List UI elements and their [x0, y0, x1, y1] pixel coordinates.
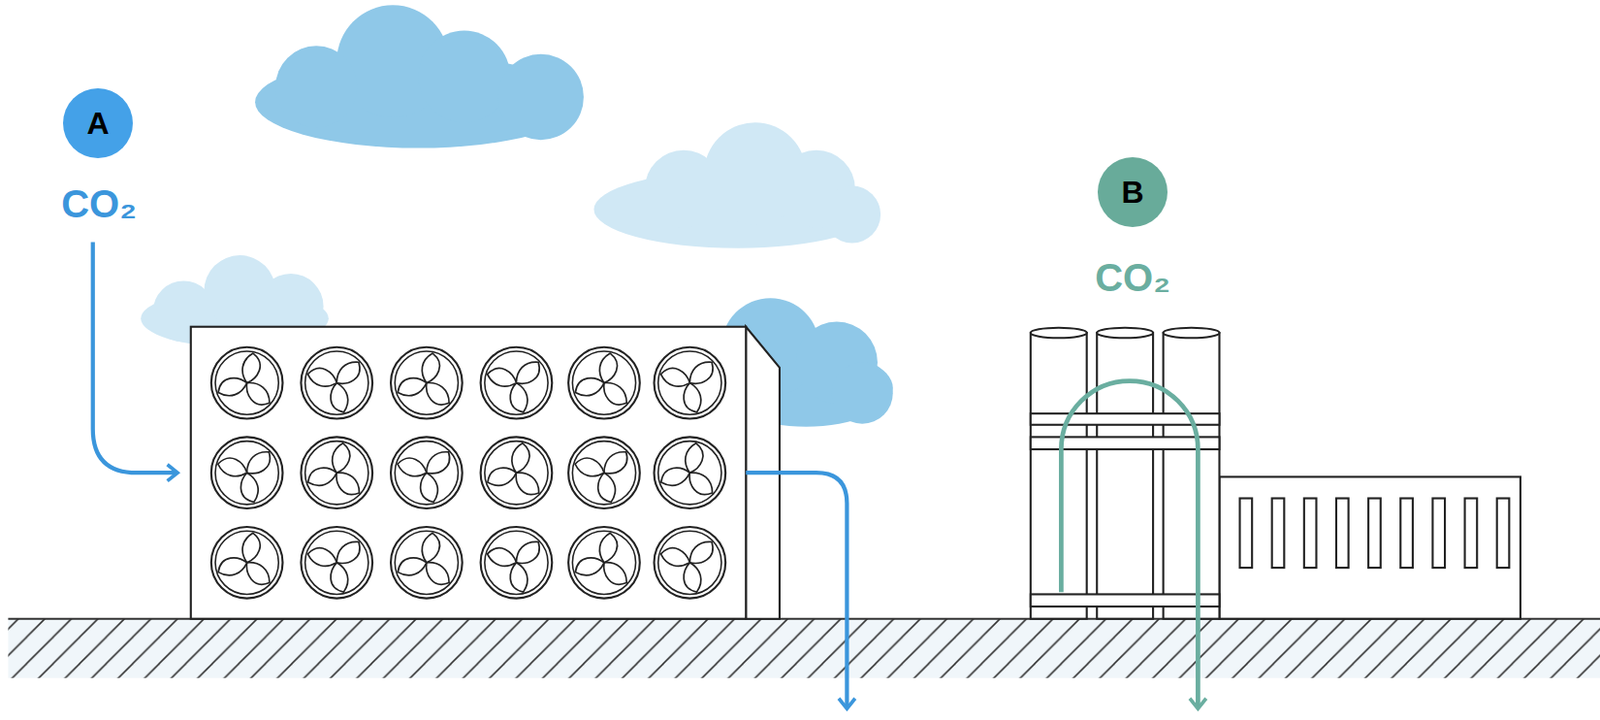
intake-arrow [93, 241, 176, 473]
storage-arrow [745, 472, 847, 706]
co2-label: CO₂ [1094, 257, 1171, 297]
cloud [255, 4, 584, 148]
factory [1030, 327, 1521, 619]
co2-label: CO₂ [61, 184, 137, 224]
air-capture-unit [191, 326, 746, 619]
capture-arrow [1060, 381, 1198, 707]
cloud [593, 122, 881, 248]
fan-grid [211, 347, 726, 599]
ground-band [7, 618, 1600, 678]
letter-badge: B [1097, 157, 1168, 227]
letter-badge: A [63, 88, 133, 159]
ground-hatch [7, 618, 1600, 678]
factory-windows [1240, 498, 1510, 569]
badge-letter: B [1120, 176, 1144, 208]
badge-letter: A [86, 107, 109, 139]
